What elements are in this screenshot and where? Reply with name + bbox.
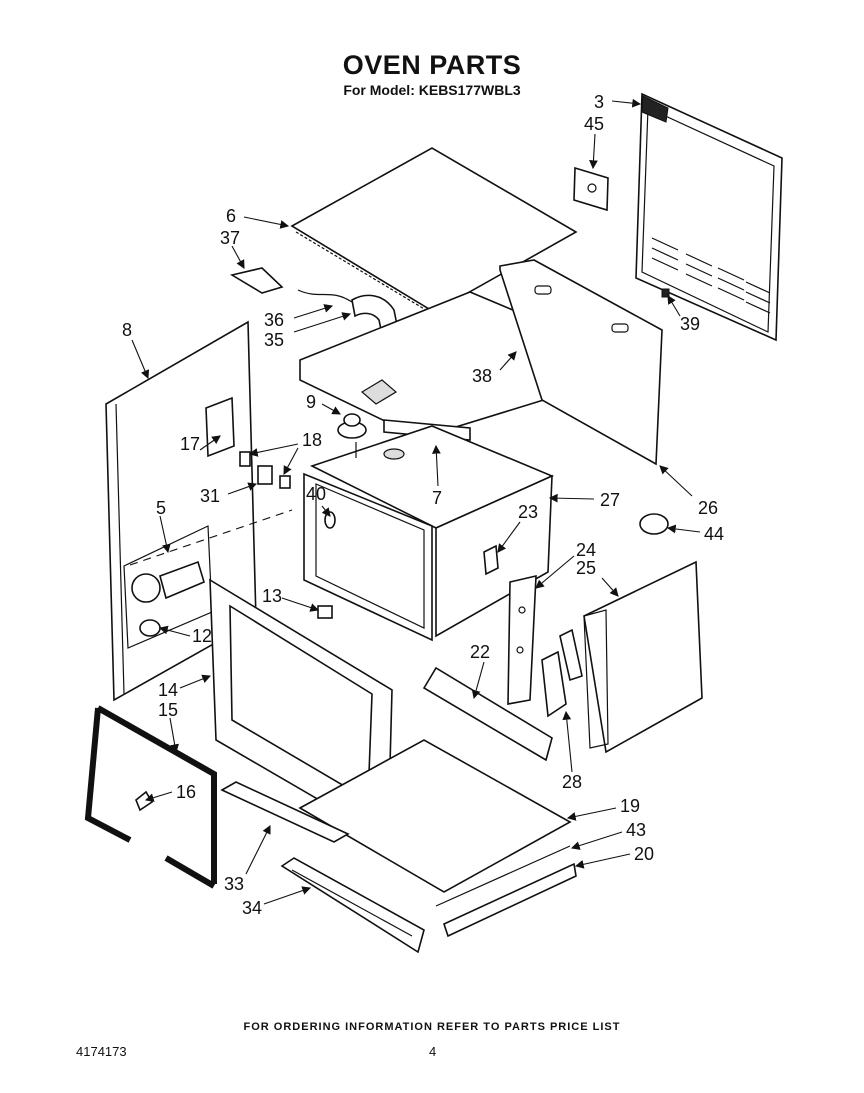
- page-title: OVEN PARTS: [342, 50, 522, 80]
- callout-17: 17: [180, 434, 200, 454]
- callout-18: 18: [302, 430, 322, 450]
- callout-31: 31: [200, 486, 220, 506]
- callout-39: 39: [680, 314, 700, 334]
- callout-14: 14: [158, 680, 178, 700]
- ordering-note: FOR ORDERING INFORMATION REFER TO PARTS …: [243, 1021, 621, 1033]
- callout-22: 22: [470, 642, 490, 662]
- part-gasket-44: [639, 513, 669, 535]
- callout-12: 12: [192, 626, 212, 646]
- callout-33: 33: [224, 874, 244, 894]
- callout-8: 8: [122, 320, 132, 340]
- callout-44: 44: [704, 524, 724, 544]
- part-door-gasket: [84, 705, 217, 889]
- callout-26: 26: [698, 498, 718, 518]
- callout-40: 40: [306, 484, 326, 504]
- callout-36: 36: [264, 310, 284, 330]
- callout-27: 27: [600, 490, 620, 510]
- part-side-panel-25: [583, 560, 703, 754]
- part-support-22: [422, 666, 553, 762]
- callout-38: 38: [472, 366, 492, 386]
- callout-9: 9: [306, 392, 316, 412]
- callout-13: 13: [262, 586, 282, 606]
- part-front-trim-20: [443, 862, 577, 938]
- part-light-bulb-12: [139, 619, 161, 637]
- callout-20: 20: [634, 844, 654, 864]
- callout-7: 7: [432, 488, 442, 508]
- part-hinge-bracket-24: [507, 574, 537, 705]
- part-clip-16: [135, 790, 154, 812]
- part-grille-33: [220, 781, 350, 843]
- part-bracket-45: [573, 166, 609, 212]
- callout-15: 15: [158, 700, 178, 720]
- part-right-side-panel: [499, 259, 663, 466]
- part-switch-31: [257, 465, 273, 485]
- part-strip-43: [435, 845, 571, 907]
- callout-5: 5: [156, 498, 166, 518]
- part-top-baffle: [299, 291, 585, 439]
- part-oven-cavity: [303, 425, 555, 642]
- callout-45: 45: [584, 114, 604, 134]
- part-rear-panel: [635, 92, 783, 342]
- part-switch-18: [239, 451, 251, 467]
- callout-16: 16: [176, 782, 196, 802]
- part-terminal-9: [337, 413, 367, 439]
- part-latch-13: [317, 605, 333, 619]
- part-vent-grille-34: [280, 857, 425, 954]
- part-switch-37: [229, 267, 284, 294]
- callout-6: 6: [226, 206, 236, 226]
- callout-34: 34: [242, 898, 262, 918]
- callout-23: 23: [518, 502, 538, 522]
- model-subtitle: For Model: KEBS177WBL3: [343, 82, 521, 98]
- callout-24: 24: [576, 540, 596, 560]
- part-clip-39: [661, 288, 670, 298]
- part-light-socket-5: [131, 560, 205, 603]
- callout-28: 28: [562, 772, 582, 792]
- callout-labels: 3 45 6 37 36 35 39 8 38 9 18 17 31 7 40 …: [122, 92, 724, 918]
- callout-35: 35: [264, 330, 284, 350]
- part-switch-18b: [279, 475, 291, 489]
- callout-19: 19: [620, 796, 640, 816]
- document-number: 4174173: [76, 1044, 127, 1059]
- callout-3: 3: [594, 92, 604, 112]
- callout-25: 25: [576, 558, 596, 578]
- callout-43: 43: [626, 820, 646, 840]
- part-bottom-panel: [298, 739, 572, 893]
- leader-lines: [131, 98, 701, 905]
- page-number: 4: [429, 1044, 437, 1059]
- part-hinge-28: [541, 628, 583, 718]
- callout-37: 37: [220, 228, 240, 248]
